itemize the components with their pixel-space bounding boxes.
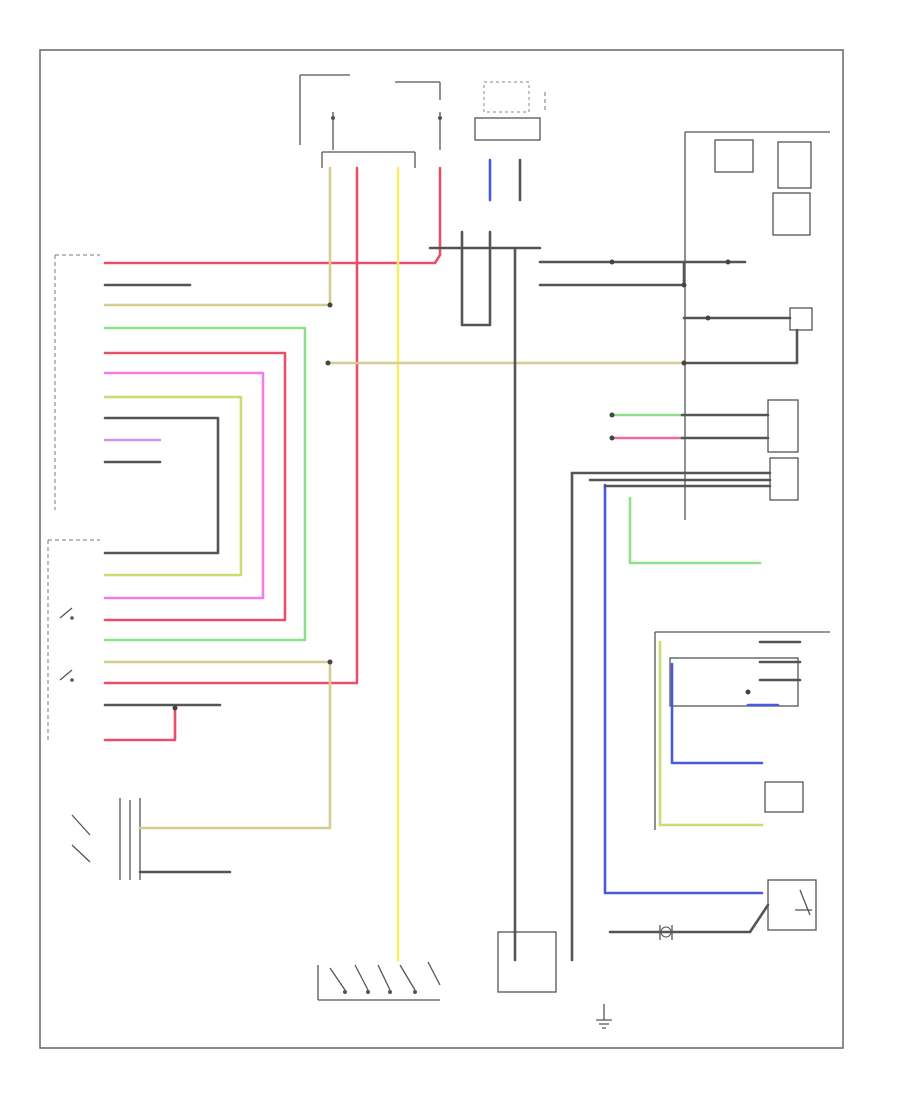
connector-dots (172, 259, 751, 711)
fuse-box-top (299, 74, 442, 168)
wire-segment (103, 326, 307, 642)
wire-segment (538, 260, 747, 287)
module-box-b (777, 141, 812, 189)
wire-segment (103, 416, 220, 555)
splice-box-top (474, 81, 546, 141)
switch-box-right (764, 781, 804, 813)
wire-segment (103, 351, 287, 622)
wire-segment (628, 496, 762, 565)
wire-yellow (103, 166, 684, 962)
ground-icon (596, 1004, 612, 1029)
switch-icon (795, 889, 812, 916)
module-outline-lower (47, 539, 100, 740)
connector-block-right-2 (769, 457, 799, 501)
module-outline-lower-right (654, 631, 830, 830)
wire-segment (103, 706, 177, 742)
wire-segment (103, 166, 442, 265)
wire-lime (103, 395, 764, 827)
wire-segment (460, 230, 492, 327)
module-outline-upper (54, 254, 100, 510)
inner-module-box (669, 657, 799, 707)
connector-block-right-1 (767, 399, 799, 453)
module-outline-right (684, 131, 830, 520)
wire-segment (103, 166, 359, 685)
wire-segment (758, 640, 802, 682)
lamp-icon (789, 307, 813, 331)
wire-magenta (103, 371, 684, 600)
wire-red (103, 166, 442, 742)
wire-segment (682, 328, 799, 365)
module-box-a (714, 139, 754, 173)
relay-box-right (767, 879, 817, 931)
module-box-c (772, 192, 811, 236)
switch-icon-left (59, 607, 91, 863)
wire-segment (570, 471, 772, 488)
wire-segment (608, 903, 770, 934)
bottom-switch-assembly (317, 961, 441, 1001)
bottom-connector-box (497, 931, 557, 993)
wire-segment (670, 662, 764, 765)
wire-blue (103, 158, 780, 895)
wire-green (103, 326, 762, 642)
switch-block-outline (119, 798, 141, 880)
wire-segment (658, 640, 764, 827)
wire-segment (603, 483, 764, 895)
diagram-frame (39, 49, 844, 1049)
wire-segment (103, 660, 332, 830)
wire-gray (103, 158, 802, 962)
wire-segment (103, 371, 265, 600)
wire-segment (103, 395, 243, 577)
wire-segment (680, 413, 770, 440)
